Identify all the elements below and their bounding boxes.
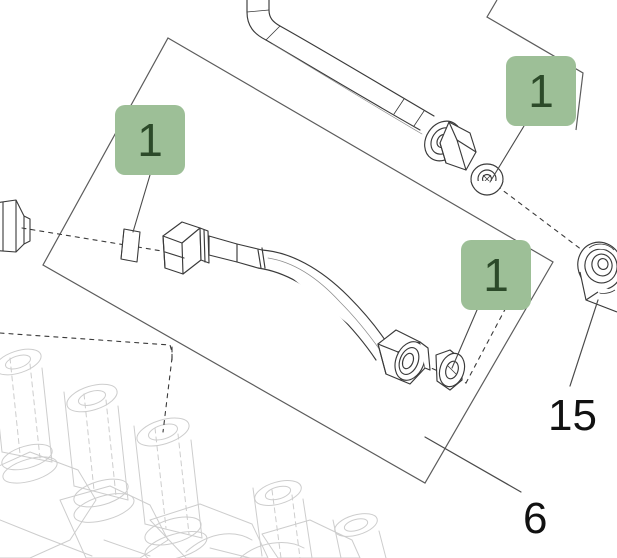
bracket-top-right	[486, 0, 584, 131]
ferrule-sleeve	[120, 228, 141, 263]
leader-callout-top-right	[489, 125, 525, 183]
part-number-15: 15	[548, 394, 597, 438]
sealing-washer-upper	[470, 163, 504, 196]
assembly-centerline-left	[21, 227, 169, 253]
exploded-path-to-manifold	[0, 332, 173, 433]
sealing-washer-lower	[435, 349, 466, 391]
lower-hose-assembly	[162, 221, 431, 385]
callout-badge-left[interactable]: 1	[115, 105, 185, 175]
callout-badge-top-right-label: 1	[528, 65, 554, 117]
left-edge-fitting	[0, 199, 31, 253]
callout-badge-left-label: 1	[137, 114, 163, 166]
callout-badge-top-right[interactable]: 1	[506, 56, 576, 126]
leader-callout-center-right	[451, 309, 478, 369]
part-number-6: 6	[523, 497, 547, 541]
callout-badge-center-right[interactable]: 1	[461, 240, 531, 310]
leader-part-6	[424, 436, 522, 493]
exploded-path-upper	[496, 185, 587, 254]
leader-callout-left	[132, 174, 151, 233]
part-number-15-label: 15	[548, 391, 597, 440]
valve-manifold-block	[0, 348, 387, 558]
part-number-leader-lines	[424, 299, 599, 493]
callout-leader-lines	[132, 125, 525, 369]
part-number-6-label: 6	[523, 494, 548, 543]
port-fitting-15	[577, 241, 617, 313]
upper-hose-assembly	[246, 0, 477, 171]
highlight-region-quad	[42, 37, 554, 484]
callout-badge-center-right-label: 1	[483, 249, 509, 301]
leader-part-15	[569, 299, 599, 387]
